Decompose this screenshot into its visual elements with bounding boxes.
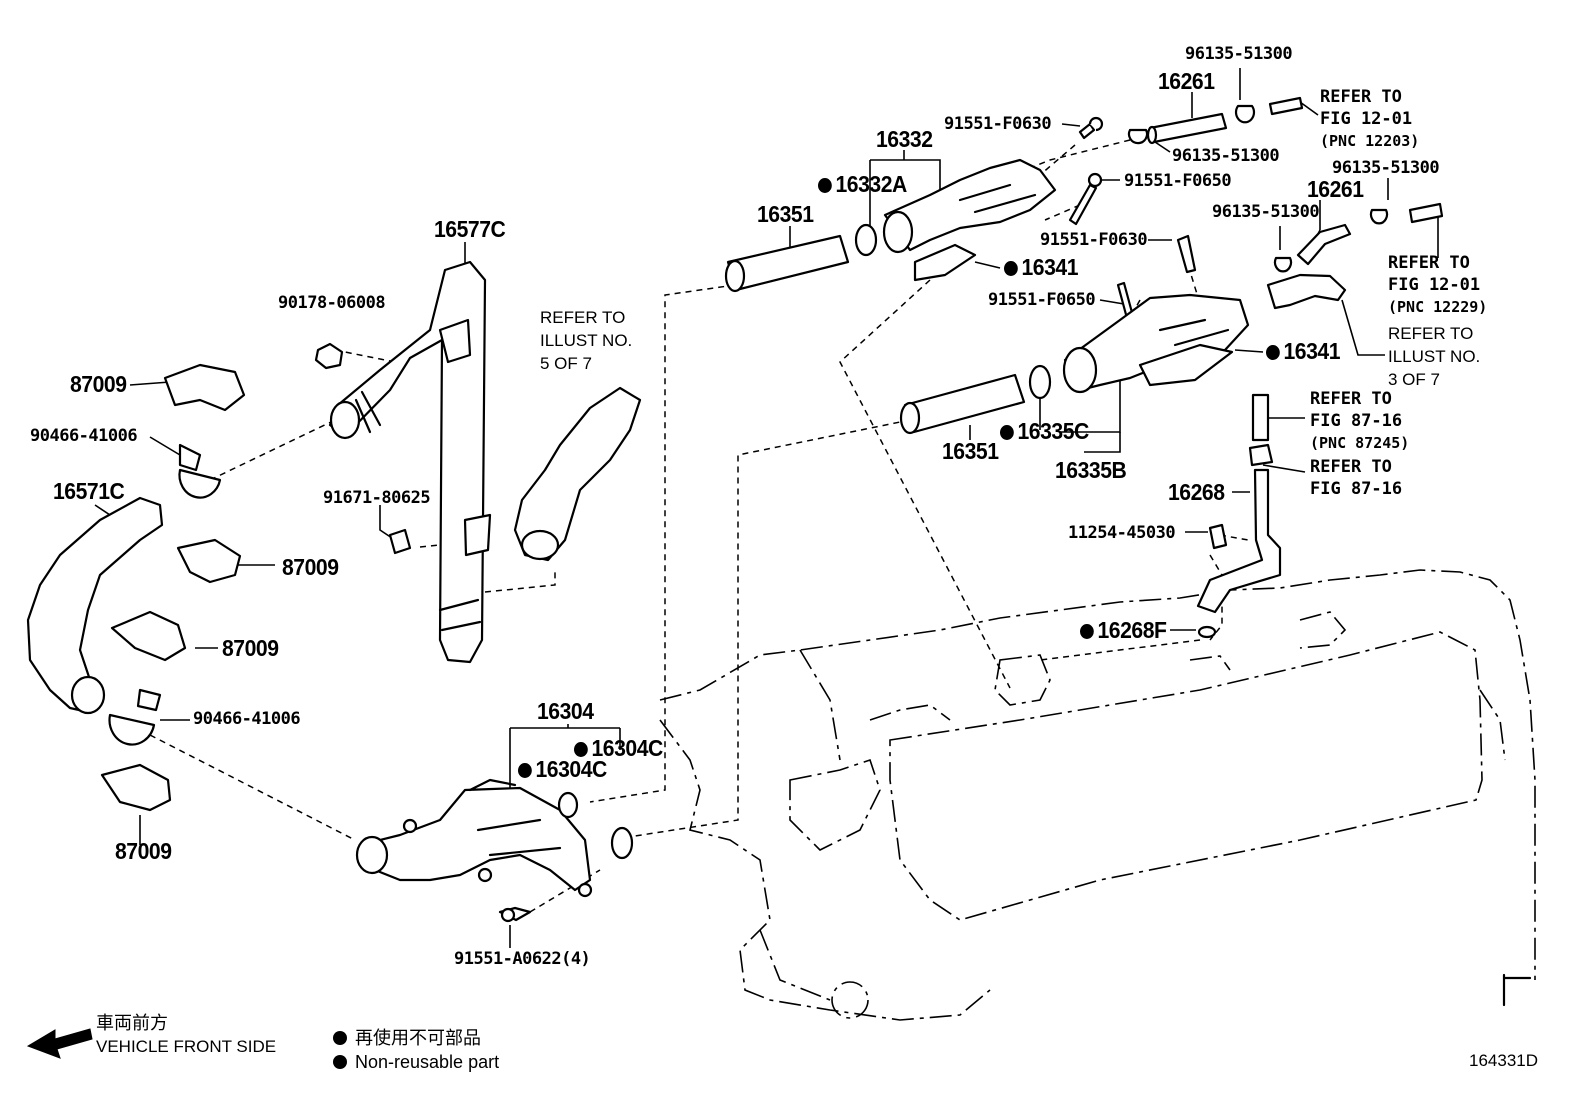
label-16341: 16341 [1266, 340, 1340, 363]
vehicle-front-label-jp: 車両前方 [96, 1013, 168, 1033]
label-90178-06008: 90178-06008 [278, 293, 386, 313]
refer-note-fig-87-16: REFER TO FIG 87-16 [1310, 457, 1403, 499]
label-91551-A0622: 91551-A0622(4) [454, 949, 591, 969]
refer-note-illust-5: REFER TO ILLUST NO. 5 OF 7 [540, 308, 633, 373]
label-16351: 16351 [757, 201, 814, 227]
label-16268F: 16268F [1080, 619, 1166, 642]
label-91551-F0650: 91551-F0650 [988, 290, 1096, 310]
label-91671-80625: 91671-80625 [323, 488, 431, 508]
vehicle-front-arrow-icon [26, 1028, 93, 1059]
label-87009: 87009 [70, 371, 127, 397]
refer-note-fig-12-01: REFER TO FIG 12-01 (PNC 12229) [1388, 253, 1488, 316]
non-reusable-legend-jp: 再使用不可部品 [333, 1029, 481, 1047]
label-96135-51300: 96135-51300 [1332, 158, 1440, 178]
label-96135-51300: 96135-51300 [1185, 44, 1293, 64]
callout-leaders [94, 68, 1439, 948]
label-90466-41006: 90466-41006 [193, 709, 301, 729]
label-91551-F0650: 91551-F0650 [1124, 171, 1232, 191]
figure-id: 164331D [1469, 1051, 1539, 1070]
refer-note-fig-87-16: REFER TO FIG 87-16 (PNC 87245) [1310, 389, 1410, 452]
label-16335C: 16335C [1000, 420, 1089, 443]
label-96135-51300: 96135-51300 [1172, 146, 1280, 166]
label-16332: 16332 [876, 126, 933, 152]
label-16335B: 16335B [1055, 457, 1127, 483]
non-reusable-dot-icon [333, 1031, 347, 1045]
inlet-pipe-parts [26, 260, 642, 923]
bypass-pipe [1196, 393, 1282, 639]
refer-note-illust-3: REFER TO ILLUST NO. 3 OF 7 [1388, 324, 1481, 389]
label-16571C: 16571C [53, 478, 125, 504]
label-16304C: 16304C [574, 737, 663, 760]
label-16332A: 16332A [818, 173, 907, 196]
label-87009: 87009 [115, 838, 172, 864]
refer-note-fig-12-01: REFER TO FIG 12-01 (PNC 12203) [1320, 87, 1420, 150]
label-90466-41006: 90466-41006 [30, 426, 138, 446]
label-16268: 16268 [1168, 479, 1225, 505]
label-91551-F0630: 91551-F0630 [944, 114, 1052, 134]
label-16261: 16261 [1307, 176, 1364, 202]
label-16577C: 16577C [434, 216, 506, 242]
upper-outlet-parts [724, 96, 1444, 435]
non-reusable-legend: Non-reusable part [333, 1053, 499, 1071]
non-reusable-dot-icon [333, 1055, 347, 1069]
label-87009: 87009 [282, 554, 339, 580]
engine-block [659, 569, 1536, 1021]
label-16304: 16304 [537, 698, 594, 724]
label-91551-F0630: 91551-F0630 [1040, 230, 1148, 250]
label-16341: 16341 [1004, 256, 1078, 279]
label-16304C: 16304C [518, 758, 607, 781]
label-16261: 16261 [1158, 68, 1215, 94]
label-96135-51300: 96135-51300 [1212, 202, 1320, 222]
label-87009: 87009 [222, 635, 279, 661]
label-16351: 16351 [942, 438, 999, 464]
vehicle-front-label: VEHICLE FRONT SIDE [96, 1037, 277, 1056]
label-11254-45030: 11254-45030 [1068, 523, 1176, 543]
